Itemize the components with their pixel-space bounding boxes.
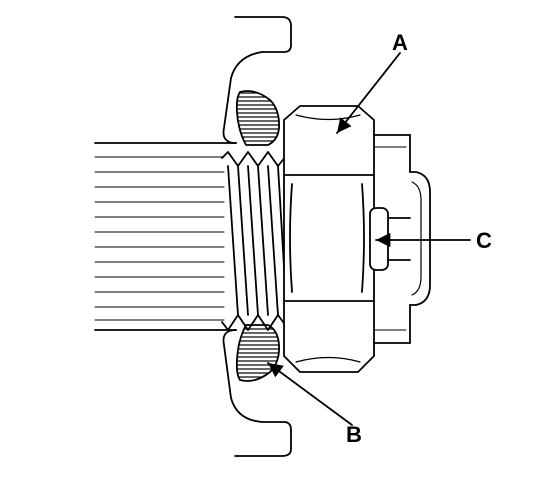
end-cap: [409, 171, 431, 306]
slot-groove: [369, 207, 411, 271]
housing-wall-upper: [222, 16, 292, 144]
washer-lower: [235, 324, 280, 382]
end-cap-inner: [411, 181, 422, 296]
washer-upper: [235, 90, 280, 146]
callout-label-b: B: [346, 422, 362, 447]
hex-nut: [283, 105, 375, 373]
callout-label-c: C: [476, 228, 492, 253]
leader-line-a: [336, 52, 401, 134]
leader-line-b: [267, 362, 353, 426]
thread-section: [221, 151, 287, 331]
callout-label-a: A: [392, 30, 408, 55]
fitting-body: [373, 134, 411, 344]
pipe-body: [94, 142, 237, 331]
housing-wall-lower: [222, 329, 292, 457]
